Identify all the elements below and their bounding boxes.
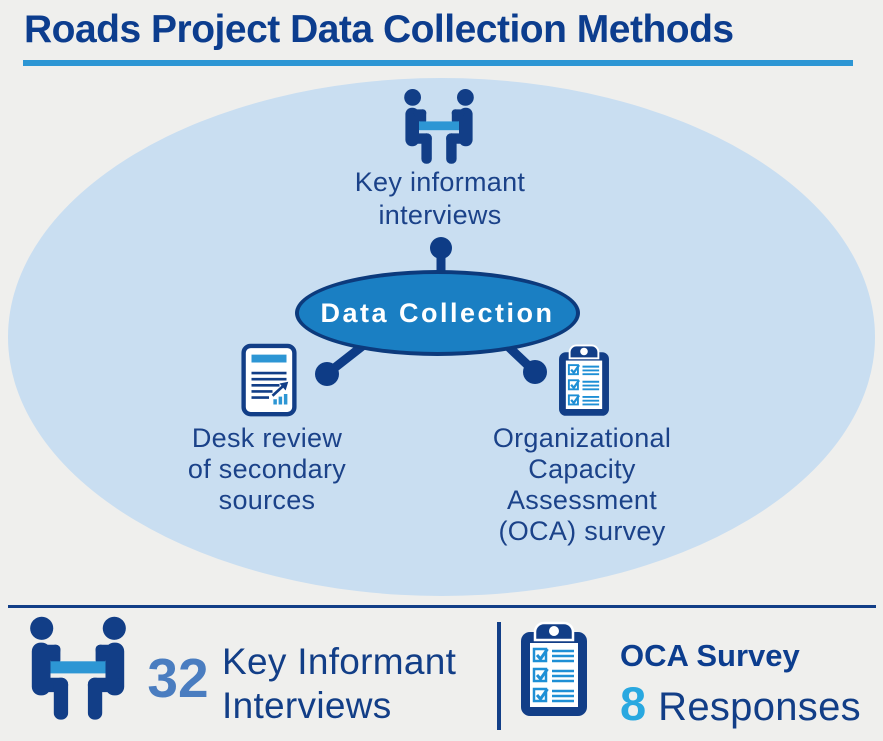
desk-label-line1: Desk review xyxy=(191,423,343,453)
kii-label-line2: interviews xyxy=(378,200,502,230)
footer-interview-icon xyxy=(12,616,144,722)
kii-label: Key informant interviews xyxy=(315,166,565,232)
desk-label: Desk review of secondary sources xyxy=(147,423,387,516)
data-collection-ellipse: Data Collection xyxy=(295,270,580,356)
footer-kii-label: Key Informant Interviews xyxy=(222,640,497,728)
oca-response-line: 8 Responses xyxy=(620,676,880,731)
oca-label-line3: Assessment xyxy=(506,485,658,515)
document-icon xyxy=(241,343,297,417)
oca-responses-label: Responses xyxy=(658,685,861,729)
oca-label-line1: Organizational xyxy=(492,423,672,453)
title-underline xyxy=(23,60,853,66)
oca-label-line2: Capacity xyxy=(528,454,636,484)
clipboard-icon xyxy=(556,343,612,419)
oca-label: Organizational Capacity Assessment (OCA)… xyxy=(462,423,702,547)
footer-kii-line1: Key Informant xyxy=(222,641,457,682)
center-label: Data Collection xyxy=(320,297,555,328)
footer-divider xyxy=(8,605,876,608)
interview-icon xyxy=(391,88,487,166)
footer-kii-line2: Interviews xyxy=(222,685,392,726)
desk-label-line2: of secondary xyxy=(187,454,347,484)
desk-label-line3: sources xyxy=(218,485,316,515)
page-title: Roads Project Data Collection Methods xyxy=(24,8,734,51)
kii-label-line1: Key informant xyxy=(354,167,526,197)
oca-survey-title: OCA Survey xyxy=(620,638,800,673)
oca-label-line4: (OCA) survey xyxy=(498,516,666,546)
oca-count: 8 xyxy=(620,677,647,730)
trend-arrow-glyph xyxy=(271,381,289,405)
footer-clipboard-icon xyxy=(517,620,591,720)
kii-count: 32 xyxy=(147,647,209,709)
footer-vertical-divider xyxy=(497,622,501,730)
